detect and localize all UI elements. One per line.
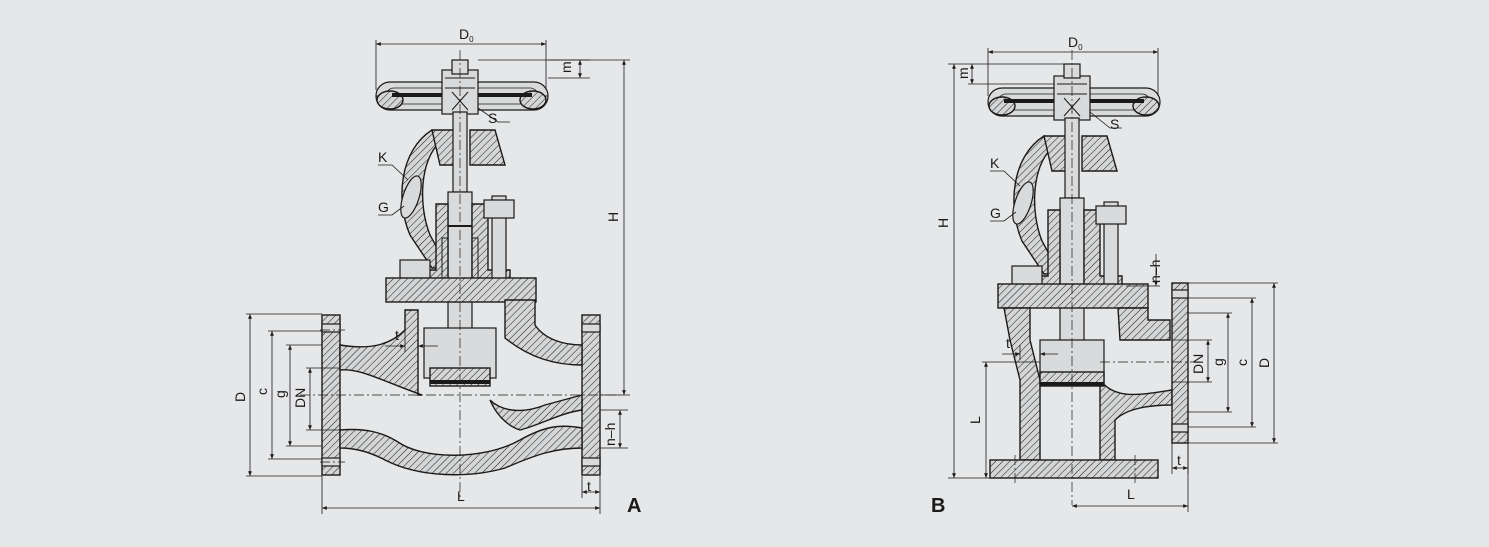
dim-m-b: m xyxy=(955,67,971,79)
labels-b: D0 m S K G H n–h t L DN g c D t L B xyxy=(931,34,1272,517)
dim-d-a: D xyxy=(232,392,248,402)
dim-t-top-a: t xyxy=(395,327,399,343)
part-k-b: K xyxy=(990,155,1000,171)
bonnet-flange-b xyxy=(997,283,1149,309)
dimensions-a xyxy=(246,40,630,514)
figure-letter-a: A xyxy=(627,495,641,517)
dim-c-a: c xyxy=(254,388,270,395)
dim-nh-b: n–h xyxy=(1147,260,1163,283)
dim-dn-a: DN xyxy=(292,388,308,408)
dim-t-right-b: t xyxy=(1177,452,1181,468)
dim-d0-a: D0 xyxy=(459,26,474,44)
dim-l-a: L xyxy=(457,488,465,504)
part-g-b: G xyxy=(990,205,1001,221)
part-g-a: G xyxy=(378,199,389,215)
packing-gland-b xyxy=(1011,201,1127,305)
part-s-a: S xyxy=(488,110,497,126)
dim-g-a: g xyxy=(272,390,288,398)
dim-d-b: D xyxy=(1256,358,1272,368)
dim-h-b: H xyxy=(935,218,951,228)
dim-nh-a: n–h xyxy=(602,423,618,446)
dim-t-bottom-a: t xyxy=(587,478,591,494)
part-s-b: S xyxy=(1110,116,1119,132)
figure-b-angle-globe-valve: D0 m S K G H n–h t L DN g c D t L B xyxy=(931,34,1278,517)
dim-d0-b: D0 xyxy=(1068,34,1083,52)
dim-t-left-b: t xyxy=(1006,335,1010,351)
yoke-a xyxy=(400,129,506,269)
dim-l-vertical-b: L xyxy=(967,416,983,424)
dim-l-horizontal-b: L xyxy=(1127,486,1135,502)
figure-a-straight-globe-valve: D0 m S K G H t D c g DN n–h t L A xyxy=(232,26,641,517)
dim-m-a: m xyxy=(558,61,574,73)
part-k-a: K xyxy=(378,149,388,165)
handwheel-b xyxy=(987,63,1161,121)
dim-c-b: c xyxy=(1234,359,1250,366)
figure-letter-b: B xyxy=(931,495,945,517)
dim-dn-b: DN xyxy=(1190,354,1206,374)
handwheel-a xyxy=(375,59,549,115)
labels-a: D0 m S K G H t D c g DN n–h t L A xyxy=(232,26,641,517)
valve-body-b xyxy=(989,282,1189,479)
yoke-b xyxy=(1012,135,1118,275)
dimensions-b xyxy=(948,48,1278,512)
packing-gland-a xyxy=(399,195,515,301)
dim-g-b: g xyxy=(1210,358,1226,366)
dim-h-a: H xyxy=(605,212,621,222)
bonnet-flange-a xyxy=(385,277,537,303)
flange-bolts-a xyxy=(321,323,601,467)
